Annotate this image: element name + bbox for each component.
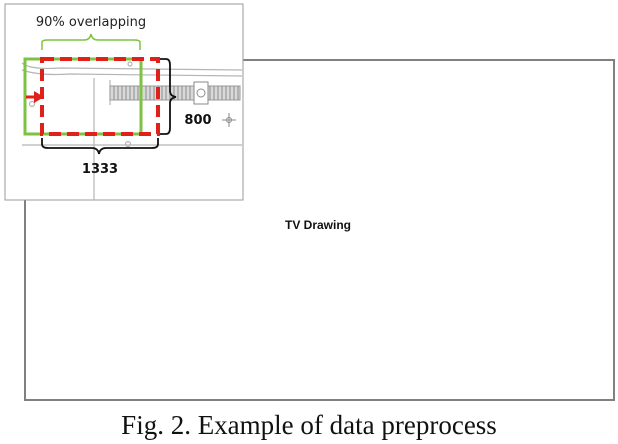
tv-drawing-title: TV Drawing	[285, 218, 351, 232]
red-arrow-icon	[26, 91, 44, 103]
zoom-inset: 90% overlapping 1333 800	[4, 3, 244, 201]
height-label: 800	[184, 113, 211, 128]
crosshair-icon	[222, 113, 236, 127]
overlap-bracket	[41, 33, 141, 50]
height-bracket	[160, 58, 177, 135]
width-bracket	[41, 138, 159, 155]
figure-caption: Fig. 2. Example of data preprocess	[121, 410, 497, 440]
width-label: 1333	[82, 162, 118, 177]
overlap-label: 90% overlapping	[36, 15, 146, 30]
